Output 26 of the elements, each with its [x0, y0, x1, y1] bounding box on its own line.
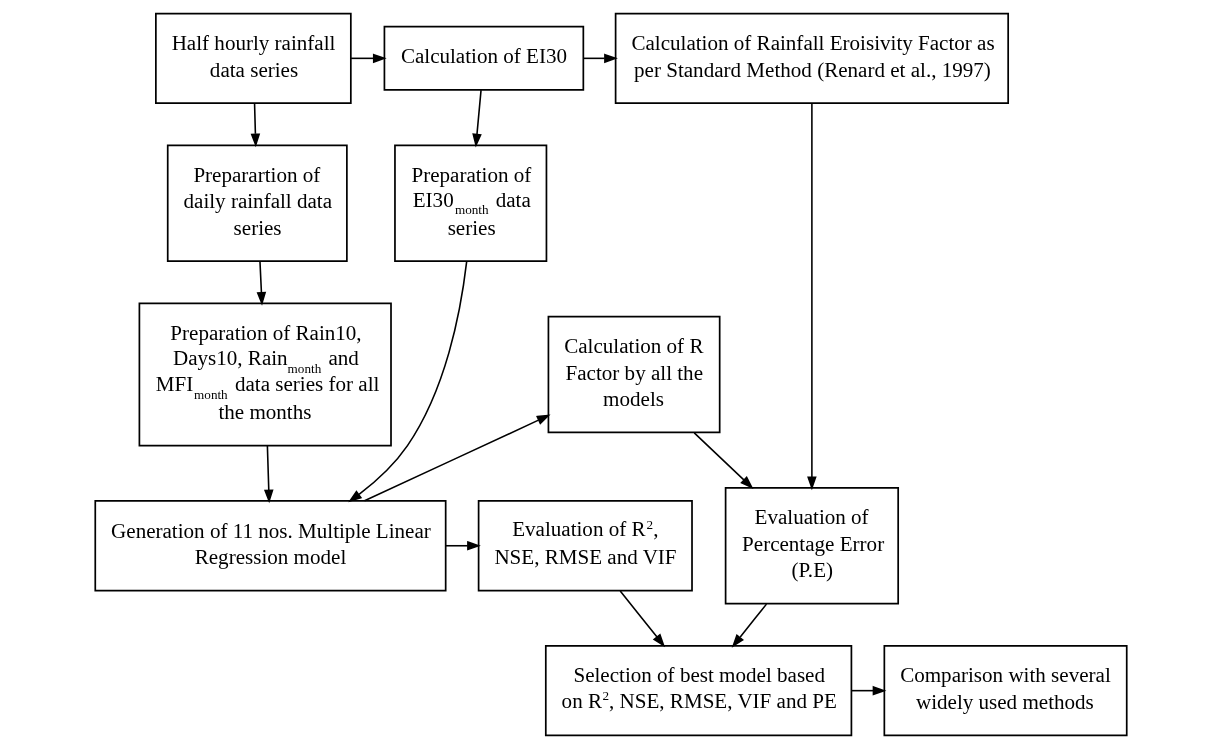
node-box: Calculation of Rainfall Eroisivity Factor as per Standard Method (Renard et al., 1997)	[614, 12, 1009, 104]
arrow	[806, 102, 817, 491]
node-box: Selection of best model based on R$^{2}$, NSE, RMSE, VIF and PE	[544, 645, 852, 737]
arrow	[618, 590, 665, 648]
arrow	[692, 432, 753, 490]
node-box: Preparation of Rain10, Days10, Rain$_{month}$ and MFI$_{month}$ data series for all the months	[138, 302, 392, 447]
arrow	[250, 102, 260, 148]
node-box: Evaluation of R$^{2}$, NSE, RMSE and VIF	[477, 500, 693, 592]
arrow	[731, 603, 767, 648]
node-box: Comparison with several widely used methods	[883, 645, 1128, 737]
arrow	[444, 540, 481, 551]
arrow	[263, 445, 274, 504]
arrow	[850, 685, 886, 696]
arrow	[582, 53, 618, 64]
node-box: Preparartion of daily rainfall data series	[166, 144, 348, 263]
arrow	[471, 89, 482, 148]
node-box: Half hourly rainfall data series	[154, 12, 352, 104]
node-box: Evaluation of Percentage Error (P.E)	[724, 486, 899, 605]
node-box: Calculation of R Factor by all the models	[547, 315, 721, 434]
arrow	[347, 260, 467, 503]
arrow	[256, 260, 266, 306]
arrow	[349, 53, 387, 64]
node-box: Generation of 11 nos. Multiple Linear Regression model	[93, 500, 447, 592]
arrow	[363, 414, 550, 502]
node-box: Preparation of EI30$_{month}$ data series	[393, 144, 547, 263]
node-box: Calculation of EI30	[383, 25, 584, 91]
